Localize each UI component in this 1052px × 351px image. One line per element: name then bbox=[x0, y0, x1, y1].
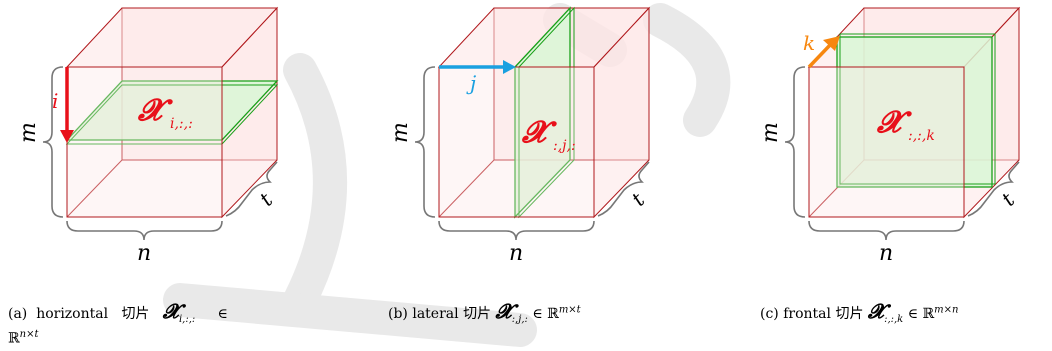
brace-n bbox=[66, 220, 223, 241]
lateral-slice bbox=[514, 6, 575, 219]
dim-label-t: t bbox=[627, 187, 650, 210]
dim-label-m: m bbox=[758, 122, 783, 143]
caption-space: ℝ bbox=[547, 306, 559, 322]
dim-label-m: m bbox=[16, 122, 41, 143]
caption-shape: n×t bbox=[19, 329, 39, 341]
caption-symbol: 𝓧 bbox=[495, 299, 512, 323]
cube-front-face bbox=[66, 66, 223, 218]
brace-t bbox=[967, 161, 1020, 217]
caption-subscript: i,:,: bbox=[178, 313, 196, 325]
caption-space: ℝ bbox=[922, 306, 935, 322]
dim-label-n: n bbox=[137, 241, 151, 266]
caption-name: frontal bbox=[783, 306, 831, 322]
caption-in: ∈ bbox=[907, 306, 919, 322]
caption-marker: (c) bbox=[760, 306, 779, 322]
caption-space: ℝ bbox=[8, 330, 20, 347]
caption-symbol: 𝓧 bbox=[867, 299, 885, 323]
caption-marker: (a) bbox=[8, 306, 28, 322]
dim-label-n: n bbox=[879, 241, 893, 266]
caption-frontal: (c) frontal 切片 𝓧:,:,k ∈ ℝm×n bbox=[760, 296, 1050, 327]
slice-label-subscript: i,:,: bbox=[170, 116, 193, 132]
dim-label-t: t bbox=[255, 187, 278, 210]
caption-word: 切片 bbox=[835, 306, 864, 322]
panel-horizontal: i 𝓧 i,:,: m n t bbox=[16, 6, 279, 266]
dim-label-t: t bbox=[997, 187, 1020, 210]
caption-shape: m×t bbox=[558, 304, 581, 316]
frontal-slice bbox=[836, 33, 996, 188]
panel-lateral: j 𝓧 :,j,: m n t bbox=[388, 6, 651, 266]
slice-label-subscript: :,:,k bbox=[908, 128, 935, 144]
brace-n bbox=[808, 220, 965, 241]
caption-horizontal: (a) horizontal 切片 𝓧i,:,: ∈ ℝn×t bbox=[8, 296, 348, 351]
brace-n bbox=[438, 220, 595, 241]
caption-subscript: :,:,k bbox=[884, 313, 904, 325]
caption-lateral: (b) lateral 切片 𝓧:,j,: ∈ ℝm×t bbox=[388, 296, 708, 327]
index-arrow-j bbox=[439, 60, 516, 74]
cube-front-face bbox=[808, 66, 965, 218]
dim-label-m: m bbox=[388, 122, 413, 143]
caption-marker: (b) bbox=[388, 306, 408, 322]
brace-m bbox=[414, 66, 436, 218]
index-arrow-k bbox=[807, 36, 840, 69]
index-arrow-i bbox=[60, 67, 74, 143]
brace-t bbox=[225, 161, 278, 217]
horizontal-slice bbox=[65, 80, 279, 145]
index-label-j: j bbox=[466, 71, 476, 95]
caption-subscript: :,j,: bbox=[511, 313, 528, 325]
index-label-k: k bbox=[803, 31, 815, 55]
cube-front-face bbox=[438, 66, 595, 218]
brace-t bbox=[597, 161, 650, 217]
dim-label-n: n bbox=[509, 241, 523, 266]
brace-m bbox=[42, 66, 64, 218]
caption-symbol: 𝓧 bbox=[162, 299, 179, 323]
panel-frontal: k 𝓧 :,:,k m n t bbox=[758, 6, 1021, 266]
caption-in: ∈ bbox=[532, 306, 543, 322]
brace-m bbox=[784, 66, 806, 218]
slice-label-subscript: :,j,: bbox=[553, 138, 576, 154]
caption-word: 切片 bbox=[121, 306, 150, 322]
caption-name: horizontal bbox=[36, 306, 109, 322]
caption-name: lateral bbox=[412, 306, 459, 322]
caption-word: 切片 bbox=[463, 306, 492, 322]
index-label-i: i bbox=[52, 89, 58, 113]
caption-in: ∈ bbox=[217, 306, 228, 322]
caption-shape: m×n bbox=[934, 304, 959, 316]
